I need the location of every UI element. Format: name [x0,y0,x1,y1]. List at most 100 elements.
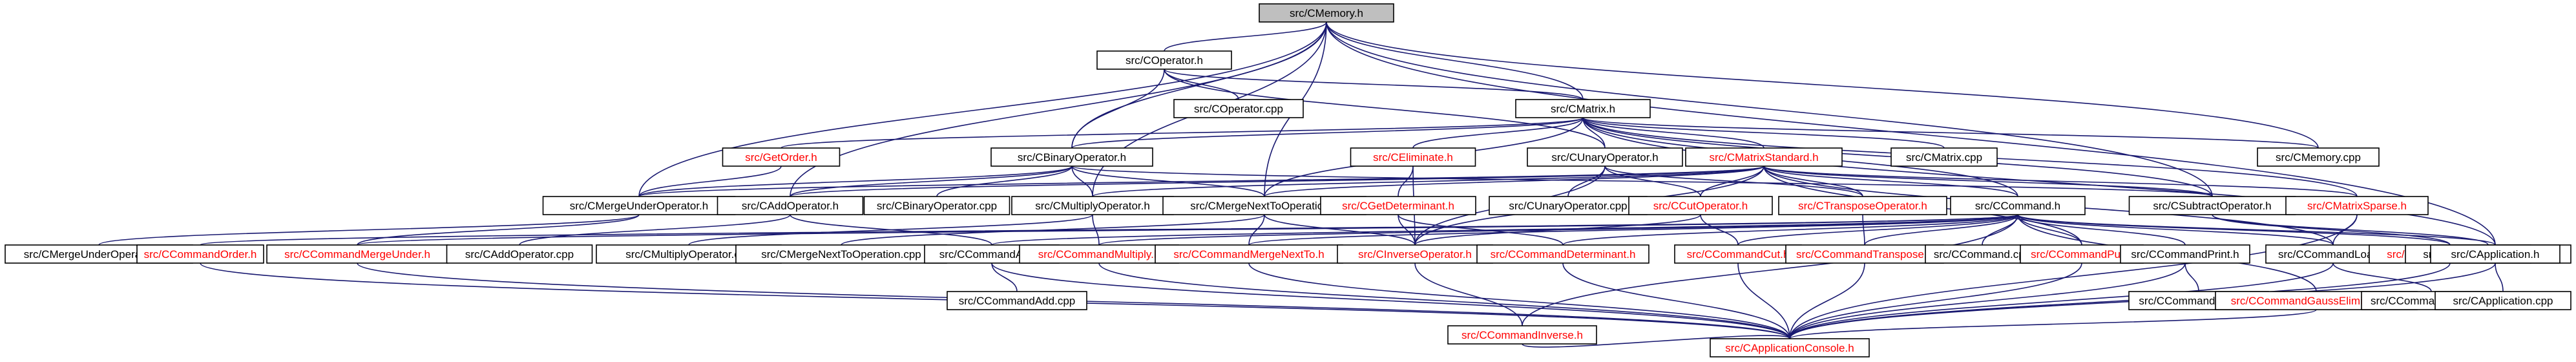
node-box [1710,338,1870,357]
node-ccommandcut-h[interactable]: src/CCommandCut.h [1674,244,1802,264]
node-box [2257,147,2380,167]
node-cunaryoperator-cpp[interactable]: src/CUnaryOperator.cpp [1489,196,1648,215]
node-box [1447,325,1597,345]
edge-coperator-h-to-coperator-cpp [1160,62,1239,100]
node-ccommandmultiply-h[interactable]: src/CCommandMultiply.h [1019,244,1179,264]
edge-cmatrix-h-to-cmatrixstandard-h [1579,111,1764,149]
node-ccommandtranspose-h[interactable]: src/CCommandTranspose.h [1785,244,1944,264]
node-label: src/CMemory.cpp [2276,151,2361,164]
node-label: src/CBinaryOperator.cpp [877,200,997,212]
edge-cinverseoperator-h-to-ccommandinverse-h [1411,256,1523,326]
node-ccommandadd-cpp[interactable]: src/CCommandAdd.cpp [947,291,1087,310]
node-caddoperator-cpp[interactable]: src/CAddOperator.cpp [446,244,593,264]
node-label: src/CApplication.cpp [2453,295,2553,307]
node-ccutoperator-h[interactable]: src/CCutOperator.h [1628,196,1773,215]
node-label: src/CCommandLoad.h [2278,248,2388,261]
edge-ccommand-h-to-ccommandmultiply-h [1098,208,2022,246]
node-box [1155,244,1343,264]
node-cmemory-cpp[interactable]: src/CMemory.cpp [2257,147,2380,167]
node-label: src/CMatrix.cpp [1906,151,1982,164]
node-cmatrixstandard-h[interactable]: src/CMatrixStandard.h [1685,147,1843,167]
edge-ccommand-h-to-capplication-h [2014,208,2496,246]
edge-cunaryoperator-h-to-cunaryoperator-cpp [1567,159,1609,197]
node-label: src/CUnaryOperator.h [1551,151,1658,164]
edge-cmatrix-h-to-cmatrix-cpp [1579,111,1945,149]
node-cbinaryoperator-h[interactable]: src/CBinaryOperator.h [990,147,1153,167]
node-label: src/CCommandAdd.cpp [959,295,1075,307]
node-box [2128,196,2296,215]
edge-cmatrixstandard-h-to-ccutoperator-h [1700,159,1768,197]
edge-ccommandadd-h-to-ccommandadd-cpp [988,256,1018,292]
node-box [2285,196,2429,215]
node-label: src/CGetDeterminant.h [1342,200,1454,212]
node-box [1011,196,1174,215]
node-capplication-h[interactable]: src/CApplication.h [2430,244,2560,264]
node-label: src/CMergeUnderOperator.h [570,200,708,212]
node-label: src/CMergeNextToOperation.h [1190,200,1339,212]
node-caddoperator-h[interactable]: src/CAddOperator.h [717,196,864,215]
node-ccommandprint-h[interactable]: src/CCommandPrint.h [2120,244,2250,264]
edge-cmatrix-h-to-cmemory-cpp [1578,111,2319,149]
node-cmemory-h[interactable]: src/CMemory.h [1259,3,1394,23]
node-cmergenexttooperation-cpp[interactable]: src/CMergeNextToOperation.cpp [735,244,947,264]
node-capplication-cpp[interactable]: src/CApplication.cpp [2435,291,2571,310]
node-coperator-h[interactable]: src/COperator.h [1096,50,1232,70]
node-label: src/CCommandGaussElimination.h [2231,295,2402,307]
edge-cmatrix-h-to-cbinaryoperator-h [1071,111,1587,149]
node-label: src/CAddOperator.cpp [465,248,574,261]
node-box [1527,147,1683,167]
node-cgetdeterminant-h[interactable]: src/CGetDeterminant.h [1320,196,1476,215]
node-label: src/CMemory.h [1290,7,1363,19]
node-coperator-cpp[interactable]: src/COperator.cpp [1173,99,1304,118]
edge-ccommandprint-h-to-capplicationconsole-h [1789,256,2189,339]
node-ccommandinverse-h[interactable]: src/CCommandInverse.h [1447,325,1597,345]
node-box [1515,99,1651,118]
node-cmergeunderoperator-h[interactable]: src/CMergeUnderOperator.h [542,196,736,215]
node-cmatrix-h[interactable]: src/CMatrix.h [1515,99,1651,118]
node-cunaryoperator-h[interactable]: src/CUnaryOperator.h [1527,147,1683,167]
node-ctransposeoperator-h[interactable]: src/CTransposeOperator.h [1778,196,1947,215]
node-label: src/CMultiplyOperator.cpp [625,248,752,261]
node-ccommanddeterminant-h[interactable]: src/CCommandDeterminant.h [1476,244,1649,264]
edge-ccommand-h-to-ccommandload-h [2014,208,2334,246]
node-ccommandorder-h[interactable]: src/CCommandOrder.h [136,244,264,264]
node-cbinaryoperator-cpp[interactable]: src/CBinaryOperator.cpp [863,196,1011,215]
node-cmatrix-cpp[interactable]: src/CMatrix.cpp [1890,147,1998,167]
node-box [1778,196,1947,215]
node-label: src/CMultiplyOperator.h [1035,200,1150,212]
node-box [1259,3,1394,23]
node-ccommand-h[interactable]: src/CCommand.h [1950,196,2086,215]
graph-edges [98,15,2504,348]
node-box [1476,244,1649,264]
node-cmatrixsparse-h[interactable]: src/CMatrixSparse.h [2285,196,2429,215]
node-ccommandmergenextto-h[interactable]: src/CCommandMergeNextTo.h [1155,244,1343,264]
node-getorder-h[interactable]: src/GetOrder.h [722,147,841,167]
node-label: src/CMatrixStandard.h [1709,151,1818,164]
node-box [1173,99,1304,118]
node-label: src/GetOrder.h [745,151,817,164]
node-box [990,147,1153,167]
graph-nodes: src/CMemory.h src/COperator.h src/CMatrix.… [5,3,2571,357]
node-capplicationconsole-h[interactable]: src/CApplicationConsole.h [1710,338,1870,357]
edge-ccommandload-h-to-capplicationconsole-h [1789,256,2337,339]
edge-cgetdeterminant-h-to-cinverseoperator-h [1394,208,1416,246]
node-celiminate-h[interactable]: src/CEliminate.h [1350,147,1476,167]
edge-ccommandinverse-h-to-capplicationconsole-h [1518,335,1790,348]
node-box [1019,244,1179,264]
edge-cmatrixstandard-h-to-cmultiplyoperator-h [1092,159,1768,197]
node-cinverseoperator-h[interactable]: src/CInverseOperator.h [1337,244,1493,264]
edge-ccommandmergenextto-h-to-capplicationconsole-h [1245,256,1790,339]
edge-cmergenexttooperation-h-to-ccommandmergenextto-h [1248,208,1268,246]
edge-cmergeunderoperator-h-to-ccommandmergeunder-h [357,208,643,246]
node-csubtractoperator-h[interactable]: src/CSubtractOperator.h [2128,196,2296,215]
edge-ccommand-h-to-ccommandtranspose-h [1864,208,2022,246]
node-label: src/CMergeUnderOperator.cpp [24,248,174,261]
node-label: src/CCommandTranspose.h [1796,248,1933,261]
edge-cmemory-h-to-cmatrix-h [1323,15,1584,100]
node-label: src/COperator.h [1126,54,1203,67]
edge-cmemory-h-to-coperator-h [1164,15,1330,52]
node-ccommandmergeunder-h[interactable]: src/CCommandMergeUnder.h [266,244,448,264]
edge-ccommandput-h-to-capplicationconsole-h [1789,256,2086,339]
node-cmultiplyoperator-h[interactable]: src/CMultiplyOperator.h [1011,196,1174,215]
node-label: src/CSubtractOperator.h [2153,200,2271,212]
